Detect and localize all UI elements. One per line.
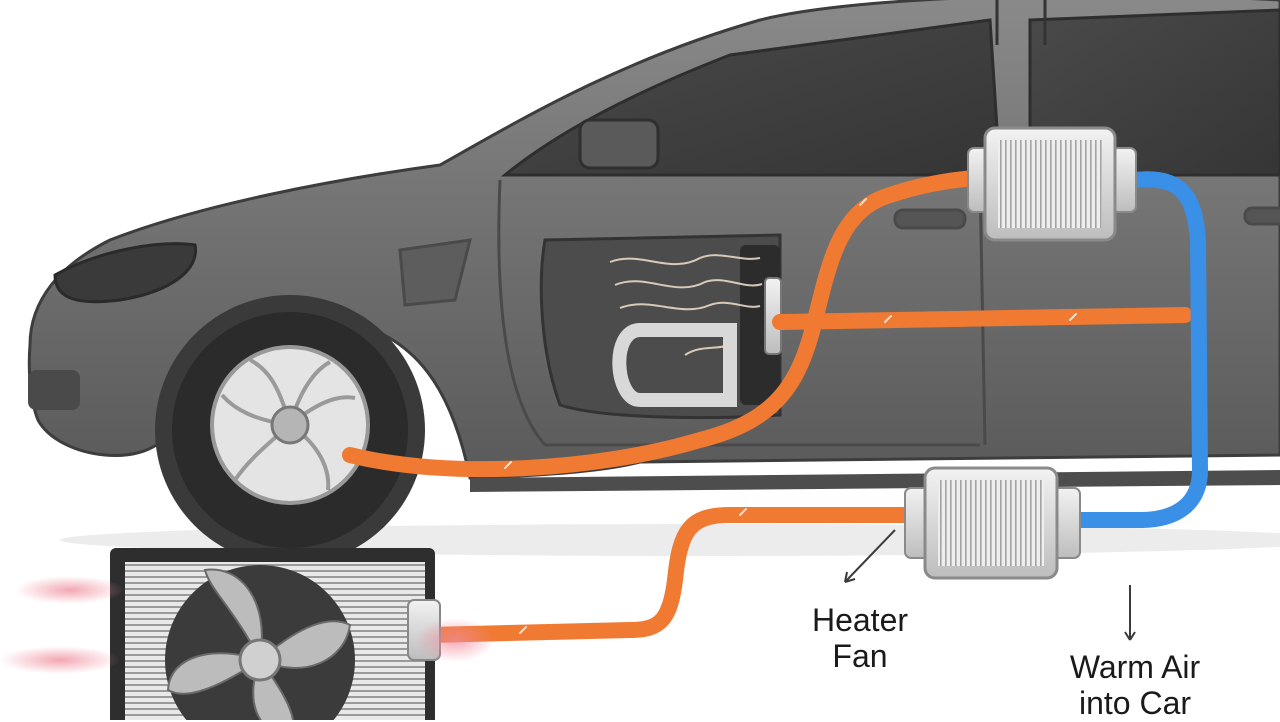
heat-haze (0, 576, 495, 674)
heater-fan-label: Heater Fan (785, 602, 935, 675)
fan-icon (110, 548, 441, 720)
hot-coolant-pipes (342, 170, 1193, 643)
radiator-icon (904, 466, 1081, 580)
wheel-icon (155, 295, 425, 565)
door-lines (398, 179, 1280, 447)
cool-coolant-pipe (1072, 171, 1208, 528)
warm-air-line-1: Warm Air (1069, 649, 1201, 685)
headlight (28, 242, 198, 410)
heater-core-icon (967, 126, 1137, 242)
warm-air-label: Warm Air into Car (1045, 649, 1225, 722)
heater-fan-line-2: Fan (832, 637, 888, 674)
warm-air-line-2: into Car (1078, 684, 1192, 721)
interior-cutaway (539, 233, 782, 420)
heater-fan-line-1: Heater (811, 602, 909, 638)
pointer-arrows (844, 529, 1136, 641)
